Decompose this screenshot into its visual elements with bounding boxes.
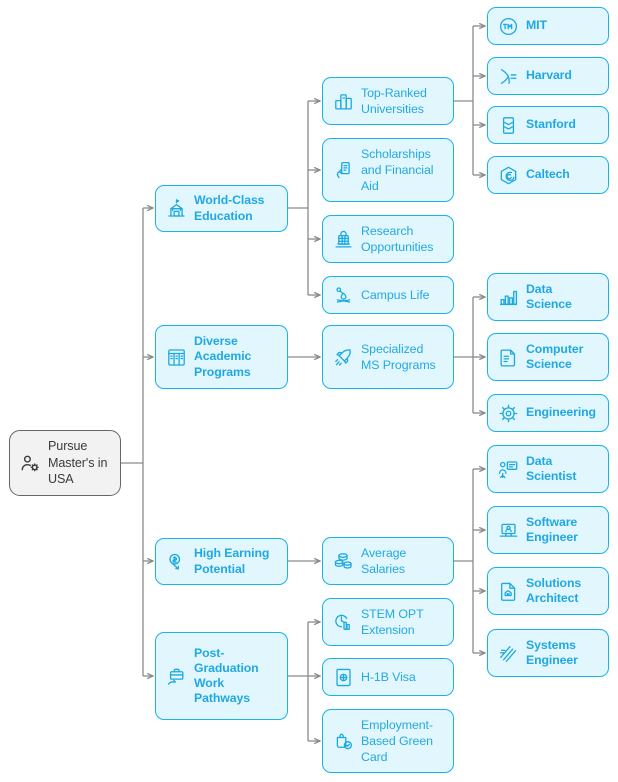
person-presentation-icon [497, 458, 519, 480]
node-average-salaries[interactable]: Average Salaries [322, 537, 454, 585]
node-label: Caltech [526, 167, 570, 182]
node-root[interactable]: Pursue Master's in USA [9, 430, 121, 496]
node-data-science[interactable]: Data Science [487, 273, 609, 321]
node-stanford[interactable]: Stanford [487, 106, 609, 144]
node-scholarships-and-financial-aid[interactable]: Scholarships and Financial Aid [322, 138, 454, 202]
node-label: Solutions Architect [526, 575, 582, 605]
node-research-opportunities[interactable]: Research Opportunities [322, 215, 454, 263]
node-label: Average Salaries [361, 546, 407, 576]
node-label: World-Class Education [194, 193, 265, 223]
node-label: Diverse Academic Programs [194, 334, 252, 379]
node-employment-based-green-card[interactable]: Employment-Based Green Card [322, 709, 454, 773]
node-harvard[interactable]: Harvard [487, 57, 609, 95]
node-label: High Earning Potential [194, 546, 270, 576]
harvard-crest-icon [497, 65, 519, 87]
briefcase-hand-icon [165, 665, 187, 687]
campfire-icon [332, 284, 354, 306]
node-campus-life[interactable]: Campus Life [322, 276, 454, 314]
network-lines-icon [497, 642, 519, 664]
microscope-lab-icon [332, 228, 354, 250]
node-label: Employment-Based Green Card [361, 718, 433, 764]
node-label: Research Opportunities [361, 224, 434, 254]
node-label: Campus Life [361, 288, 430, 302]
money-magnifier-icon [165, 551, 187, 573]
node-h1b-visa[interactable]: H-1B Visa [322, 658, 454, 696]
node-engineering[interactable]: Engineering [487, 394, 609, 432]
clock-chart-icon [332, 611, 354, 633]
node-label: Post-Graduation Work Pathways [194, 645, 259, 706]
node-post-graduation-work-pathways[interactable]: Post-Graduation Work Pathways [155, 632, 288, 720]
bag-check-icon [332, 730, 354, 752]
node-label: Harvard [526, 68, 572, 83]
node-stem-opt-extension[interactable]: STEM OPT Extension [322, 598, 454, 646]
bar-chart-icon [497, 286, 519, 308]
node-label: Engineering [526, 405, 596, 420]
books-shelf-icon [165, 346, 187, 368]
rocket-icon [332, 346, 354, 368]
node-high-earning-potential[interactable]: High Earning Potential [155, 538, 288, 585]
node-label: Scholarships and Financial Aid [361, 147, 434, 193]
document-home-icon [497, 580, 519, 602]
node-mit[interactable]: MIT [487, 7, 609, 45]
hand-money-icon [332, 159, 354, 181]
node-label: Computer Science [526, 341, 584, 371]
podium-ranking-icon [332, 90, 354, 112]
node-caltech[interactable]: Caltech [487, 156, 609, 194]
node-data-scientist[interactable]: Data Scientist [487, 445, 609, 493]
node-world-class-education[interactable]: World-Class Education [155, 185, 288, 232]
user-gear-icon [19, 452, 41, 474]
node-top-ranked-universities[interactable]: Top-Ranked Universities [322, 77, 454, 125]
node-label: STEM OPT Extension [361, 607, 424, 637]
node-solutions-architect[interactable]: Solutions Architect [487, 567, 609, 615]
hexagon-spiral-icon [497, 164, 519, 186]
stacked-layers-icon [497, 114, 519, 136]
node-label: MIT [526, 18, 547, 33]
node-label: Software Engineer [526, 514, 578, 544]
node-label: Top-Ranked Universities [361, 86, 427, 116]
node-label: H-1B Visa [361, 670, 416, 684]
laptop-person-icon [497, 519, 519, 541]
node-label: Data Scientist [526, 453, 577, 483]
coins-stack-icon [332, 550, 354, 572]
node-software-engineer[interactable]: Software Engineer [487, 506, 609, 554]
passport-badge-icon [332, 666, 354, 688]
code-document-icon [497, 346, 519, 368]
trademark-circle-icon [497, 15, 519, 37]
node-systems-engineer[interactable]: Systems Engineer [487, 629, 609, 677]
node-root-label: Pursue Master's in USA [48, 439, 108, 487]
node-computer-science[interactable]: Computer Science [487, 333, 609, 381]
node-label: Stanford [526, 117, 576, 132]
node-diverse-academic-programs[interactable]: Diverse Academic Programs [155, 325, 288, 389]
node-specialized-ms-programs[interactable]: Specialized MS Programs [322, 325, 454, 389]
gear-cog-icon [497, 402, 519, 424]
node-label: Systems Engineer [526, 637, 578, 667]
university-building-icon [165, 198, 187, 220]
node-label: Specialized MS Programs [361, 342, 436, 372]
node-label: Data Science [526, 281, 572, 311]
